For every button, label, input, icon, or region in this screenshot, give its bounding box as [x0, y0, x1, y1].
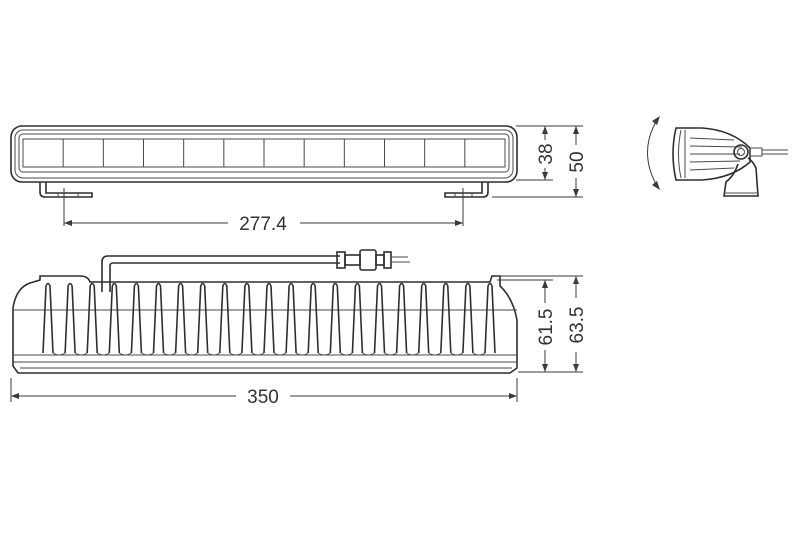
heatsink-fin	[395, 282, 408, 354]
dim-body-height: 61.5	[536, 309, 557, 346]
front-housing-inner	[14, 129, 514, 179]
heatsink-fin	[285, 282, 297, 354]
heatsink-fin	[152, 282, 165, 354]
dim-lens-height: 38	[536, 143, 557, 164]
heatsink-fin	[219, 282, 231, 354]
heatsink-fin	[329, 282, 342, 354]
side-lamp-head	[672, 127, 751, 181]
heatsink-fin	[130, 282, 143, 354]
heatsink-fin	[241, 282, 253, 354]
heatsink-fin	[351, 282, 364, 354]
pivot-knob	[733, 144, 749, 160]
front-housing-outer	[10, 125, 518, 183]
power-cable	[101, 255, 340, 292]
heatsink-fin	[263, 282, 275, 354]
heatsink-fin	[462, 282, 474, 354]
side-view	[647, 116, 788, 197]
led-segment-dividers	[62, 139, 466, 167]
left-mount-bracket	[39, 182, 93, 198]
right-mount-bracket	[444, 182, 489, 198]
heatsink-fin	[417, 282, 430, 354]
heatsink-fin	[307, 282, 319, 354]
rotation-arrow-icon	[647, 116, 660, 190]
heatsink-fin	[42, 282, 54, 354]
heatsink-fin	[86, 282, 98, 354]
side-mount-foot	[723, 157, 759, 197]
heatsink-fin	[196, 282, 209, 354]
rear-view: 61.5 63.5 350	[10, 249, 588, 408]
heatsink-fin	[64, 282, 76, 354]
inline-cable-connector	[336, 249, 410, 271]
heatsink-fin	[484, 282, 496, 354]
heatsink-fin	[108, 282, 121, 354]
heatsink-fin	[373, 282, 386, 354]
heatsink-fin	[440, 282, 452, 354]
dim-hole-spacing: 277.4	[239, 214, 287, 235]
dim-overall-height: 50	[567, 151, 588, 172]
heatsink-fin	[174, 282, 187, 354]
dim-overall-height-cable: 63.5	[567, 307, 588, 344]
front-lens-frame	[18, 133, 510, 173]
heatsink-fins	[42, 282, 496, 356]
front-view: 277.4 38 50	[10, 125, 588, 235]
dim-overall-length: 350	[247, 387, 279, 408]
